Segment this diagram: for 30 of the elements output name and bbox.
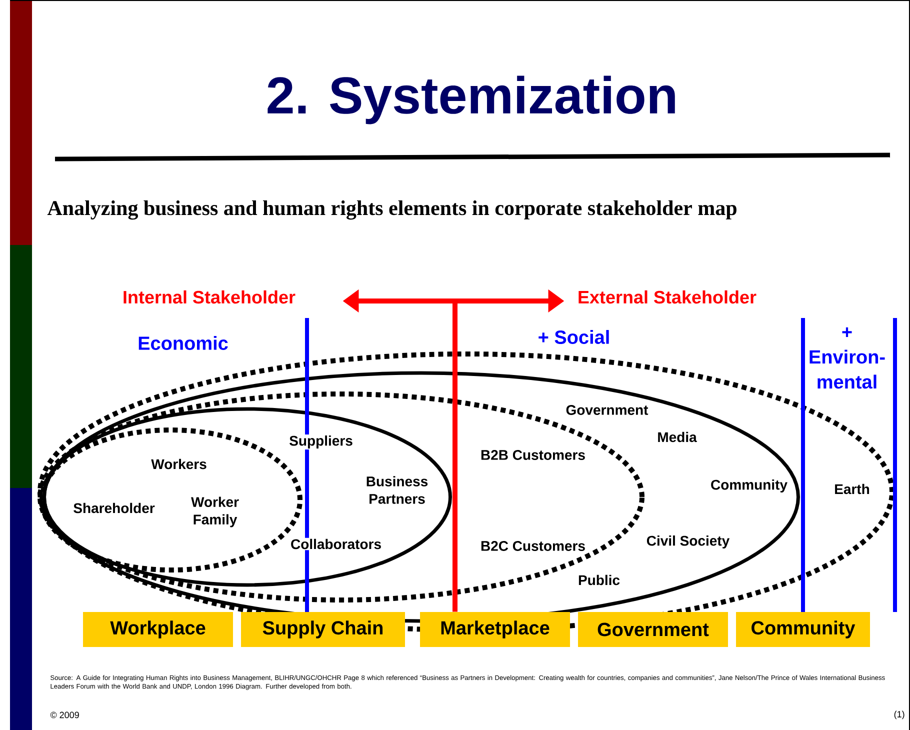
- stakeholder-label: Collaborators: [290, 538, 383, 550]
- area-box: Workplace: [83, 612, 233, 647]
- area-box: Marketplace: [420, 612, 570, 647]
- stakeholder-label: Earth: [833, 482, 871, 496]
- stakeholder-label: Workers: [150, 458, 208, 470]
- area-box: Supply Chain: [241, 612, 405, 647]
- area-box: Community: [736, 612, 870, 647]
- stakeholder-label: Shareholder: [72, 502, 156, 514]
- stakeholder-label: Worker Family: [178, 496, 252, 528]
- stakeholder-label: B2C Customers: [480, 540, 587, 552]
- dimension-label: Economic: [136, 335, 230, 351]
- stakeholder-heading: Internal Stakeholder: [124, 290, 296, 304]
- dimension-label: + Environ-mental: [804, 326, 890, 390]
- subtitle: Analyzing business and human rights elements in corporate stakeholder map: [47, 200, 736, 220]
- stakeholder-heading: External Stakeholder: [578, 290, 756, 304]
- stakeholder-ellipse: [42, 407, 452, 587]
- stakeholder-label: B2B Customers: [480, 449, 587, 461]
- stakeholder-label: Public: [577, 574, 621, 586]
- page-number: (1): [894, 710, 904, 720]
- stakeholder-label: Government: [564, 404, 650, 416]
- copyright-note: © 2009: [50, 712, 79, 718]
- dimension-label: + Social: [536, 329, 612, 345]
- stakeholder-label: Business Partners: [360, 475, 434, 505]
- connector-line: [452, 300, 458, 612]
- stakeholder-label: Media: [656, 430, 698, 444]
- stakeholder-label: Suppliers: [288, 434, 354, 450]
- stakeholder-label: Community: [710, 478, 788, 494]
- area-box: Government: [578, 612, 728, 647]
- stakeholder-label: Civil Society: [645, 534, 731, 550]
- title: 2. Systemization: [268, 76, 675, 124]
